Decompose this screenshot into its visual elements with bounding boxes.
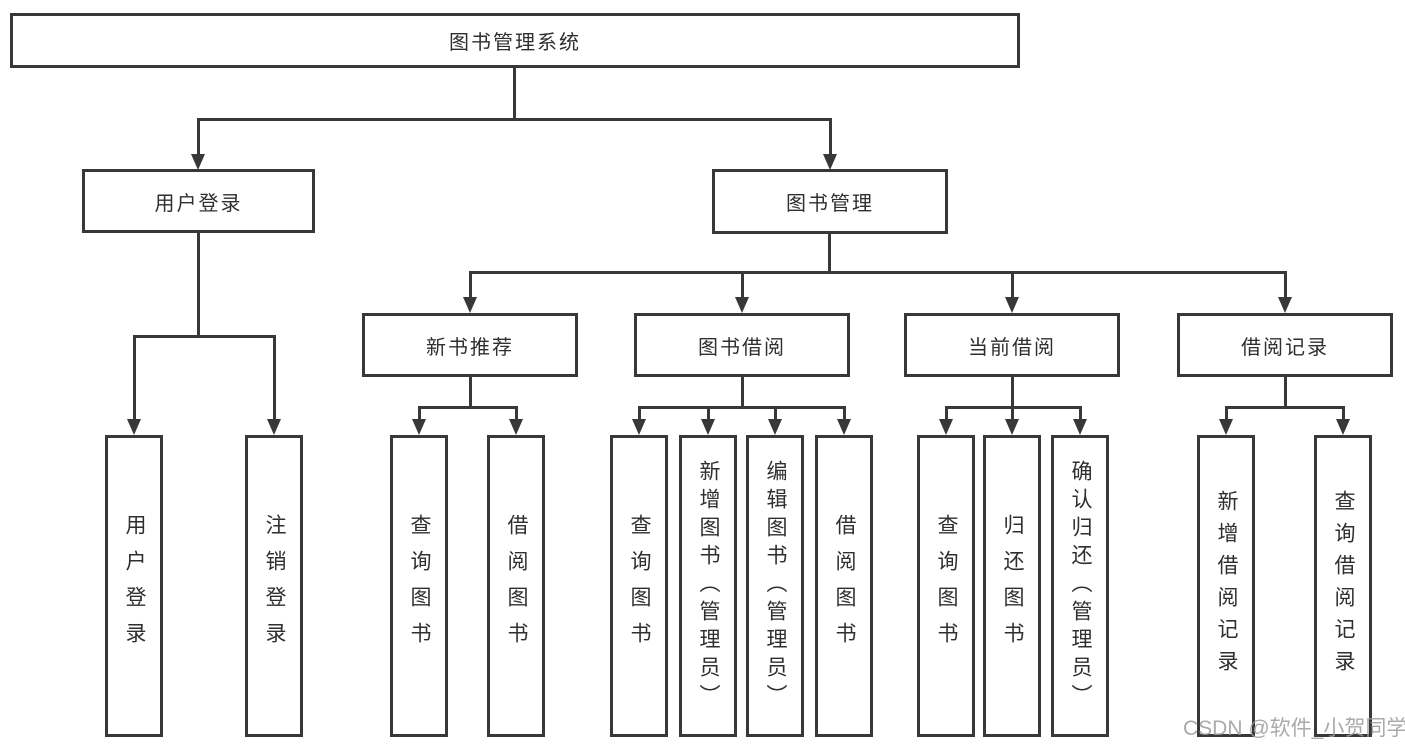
leaf-query-books-recommend: 查询图书 [390,435,448,737]
connector-recommend-drop [469,377,472,409]
arrowhead-borrowing-records [1278,297,1292,313]
leaf-query-books-current: 查询图书 [917,435,975,737]
node-book-borrowing: 图书借阅 [634,313,850,377]
connector-drop-current-borrowing [1011,271,1014,298]
leaf-return-books: 归还图书 [983,435,1041,737]
connector-drop-book-borrowing [741,271,744,298]
connector-drop-confirm-return [1079,406,1082,420]
arrowhead-query-borrow-record [1336,419,1350,435]
node-label: 借阅记录 [1241,336,1329,359]
connector-records-bus [1225,406,1345,409]
leaf-label: 查询图书 [628,514,651,658]
connector-user-login-drop [197,233,200,337]
connector-drop-add-books-admin [707,406,710,420]
arrowhead-return-books [1005,419,1019,435]
node-library-management-system: 图书管理系统 [10,13,1020,68]
leaf-label: 归还图书 [1001,514,1024,658]
connector-drop-query-borrow-record [1342,406,1345,420]
connector-drop-query-books-borrowing [638,406,641,420]
node-new-book-recommend: 新书推荐 [362,313,578,377]
leaf-label: 查询图书 [408,514,431,658]
node-label: 用户登录 [154,192,243,215]
connector-recommend-bus [418,406,518,409]
connector-current-drop [1011,377,1014,409]
arrowhead-borrow-books-borrowing [837,419,851,435]
leaf-edit-books-admin: 编辑图书（管理员） [746,435,804,737]
leaf-label: 查询图书 [935,514,958,658]
node-book-management: 图书管理 [712,169,948,234]
arrowhead-confirm-return [1073,419,1087,435]
leaf-add-books-admin: 新增图书（管理员） [679,435,737,737]
connector-root-drop [513,68,516,118]
arrowhead-add-books-admin [701,419,715,435]
arrowhead-leaf-user-login [127,419,141,435]
arrowhead-query-books-borrowing [632,419,646,435]
arrowhead-leaf-logout [267,419,281,435]
connector-level3-bus [469,271,1286,274]
connector-user-login-bus [133,335,275,338]
leaf-label: 借阅图书 [505,514,528,658]
connector-drop-borrowing-records [1284,271,1287,298]
arrowhead-current-borrowing [1005,297,1019,313]
leaf-user-login: 用户登录 [105,435,163,737]
connector-drop-query-books-recommend [418,406,421,420]
connector-drop-borrow-books-borrowing [843,406,846,420]
node-label: 新书推荐 [426,336,514,359]
leaf-logout: 注销登录 [245,435,303,737]
arrowhead-book-borrowing [735,297,749,313]
arrowhead-edit-books-admin [768,419,782,435]
arrowhead-book-management [823,154,837,170]
connector-book-management-drop [828,234,831,274]
arrowhead-new-book-recommend [463,297,477,313]
connector-borrowing-bus [638,406,846,409]
connector-drop-query-books-current [945,406,948,420]
arrowhead-add-borrow-record [1219,419,1233,435]
leaf-label: 新增借阅记录 [1215,490,1238,682]
leaf-label: 新增图书（管理员） [697,460,720,712]
leaf-add-borrow-record: 新增借阅记录 [1197,435,1255,737]
connector-drop-leaf-logout [273,335,276,420]
connector-drop-leaf-user-login [133,335,136,420]
node-label: 图书借阅 [698,336,786,359]
node-current-borrowing: 当前借阅 [904,313,1120,377]
arrowhead-borrow-books-recommend [509,419,523,435]
leaf-label: 借阅图书 [833,514,856,658]
leaf-confirm-return-admin: 确认归还（管理员） [1051,435,1109,737]
node-label: 图书管理系统 [449,32,581,54]
leaf-query-books-borrowing: 查询图书 [610,435,668,737]
leaf-borrow-books-borrowing: 借阅图书 [815,435,873,737]
node-label: 当前借阅 [968,336,1056,359]
arrowhead-query-books-current [939,419,953,435]
arrowhead-query-books-recommend [412,419,426,435]
leaf-borrow-books-recommend: 借阅图书 [487,435,545,737]
connector-drop-new-book-recommend [469,271,472,298]
node-user-login: 用户登录 [82,169,315,233]
node-label: 图书管理 [786,193,874,215]
connector-drop-user-login [197,118,200,155]
connector-drop-book-management [829,118,832,155]
leaf-label: 注销登录 [263,514,286,658]
connector-drop-add-borrow-record [1225,406,1228,420]
csdn-watermark: CSDN @软件_小贺同学 [1183,717,1405,740]
connector-drop-edit-books-admin [774,406,777,420]
connector-drop-borrow-books-recommend [515,406,518,420]
leaf-query-borrow-record: 查询借阅记录 [1314,435,1372,737]
node-borrowing-records: 借阅记录 [1177,313,1393,377]
arrowhead-user-login [191,154,205,170]
connector-borrowing-drop [741,377,744,409]
connector-drop-return-books [1011,406,1014,420]
leaf-label: 用户登录 [123,514,146,658]
leaf-label: 确认归还（管理员） [1069,460,1092,712]
connector-level2-bus [197,118,831,121]
connector-records-drop [1284,377,1287,409]
leaf-label: 查询借阅记录 [1332,490,1355,682]
leaf-label: 编辑图书（管理员） [764,460,787,712]
